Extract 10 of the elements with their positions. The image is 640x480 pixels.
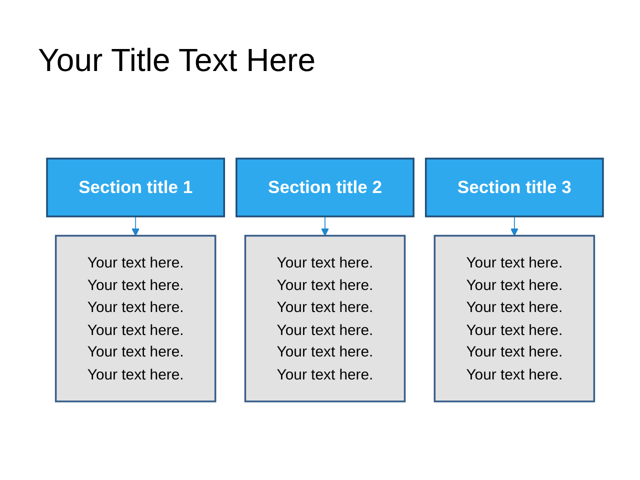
text-panel: Your text here. Your text here. Your text here. Your text here. Your text here. Your text here. (54, 234, 216, 402)
section-title-box: Section title 2 (236, 158, 414, 218)
arrow (132, 216, 140, 236)
slide-title: Your Title Text Here (38, 41, 316, 80)
section-title-box: Section title 1 (46, 158, 226, 218)
text-panel: Your text here. Your text here. Your text here. Your text here. Your text here. Your text here. (244, 234, 406, 402)
section-title-box: Section title 3 (424, 158, 604, 218)
text-panel: Your text here. Your text here. Your text here. Your text here. Your text here. Your text here. (434, 234, 596, 402)
arrow (321, 216, 329, 236)
arrow (510, 216, 518, 236)
